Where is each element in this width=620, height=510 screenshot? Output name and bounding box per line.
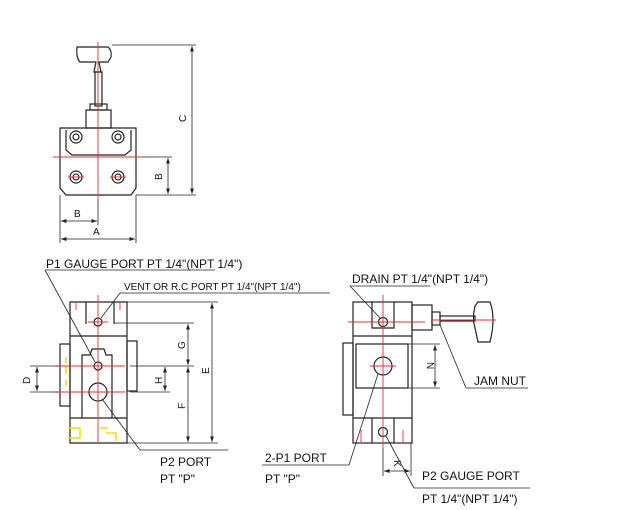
dim-g: G: [177, 341, 188, 349]
front-view: E G F H D: [22, 269, 330, 451]
p1-port-spec: PT "P": [265, 472, 300, 486]
left-boss: [59, 343, 71, 407]
vent-port-label: VENT OR R.C PORT PT 1/4"(NPT 1/4"): [124, 282, 301, 293]
stem: [439, 315, 476, 322]
drain-label: DRAIN PT 1/4"(NPT 1/4"): [352, 272, 488, 286]
neck: [85, 109, 112, 129]
handle-knob: [76, 46, 112, 73]
yellow-markings: [65, 357, 117, 441]
p2-port-spec: PT "P": [160, 472, 195, 486]
dim-e: E: [201, 367, 212, 374]
dim-f: F: [177, 403, 188, 409]
upper-block: [353, 302, 412, 337]
dim-c: C: [178, 115, 189, 122]
handle-knob: [472, 301, 494, 343]
upper-block: [70, 302, 127, 337]
dim-n: N: [424, 362, 435, 369]
p1-gauge-port-label: P1 GAUGE PORT PT 1/4"(NPT 1/4"): [46, 257, 242, 271]
body-relief: [65, 130, 132, 156]
p1-port-label: 2-P1 PORT: [265, 451, 327, 465]
side-view: N K: [262, 285, 530, 489]
p2-port-label: P2 PORT: [160, 455, 212, 469]
stem: [94, 71, 103, 107]
adjuster-housing: [411, 304, 433, 331]
dim-a: A: [93, 227, 100, 238]
nut: [89, 103, 108, 111]
port-face: [355, 343, 409, 389]
side-boss: [342, 342, 354, 416]
top-body: [59, 127, 137, 196]
dim-b-vertical: B: [154, 173, 165, 180]
side-body: [352, 301, 413, 444]
dim-h: H: [154, 377, 165, 384]
top-view: C B B A: [53, 42, 196, 243]
jam-nut: [431, 311, 441, 326]
dim-k: K: [391, 460, 402, 467]
p2-gauge-port-spec: PT 1/4"(NPT 1/4"): [422, 492, 517, 506]
p2-gauge-port-label: P2 GAUGE PORT: [422, 469, 520, 483]
dim-b-horizontal: B: [74, 209, 81, 220]
dim-d: D: [22, 377, 33, 384]
jam-nut-label: JAM NUT: [474, 374, 527, 388]
